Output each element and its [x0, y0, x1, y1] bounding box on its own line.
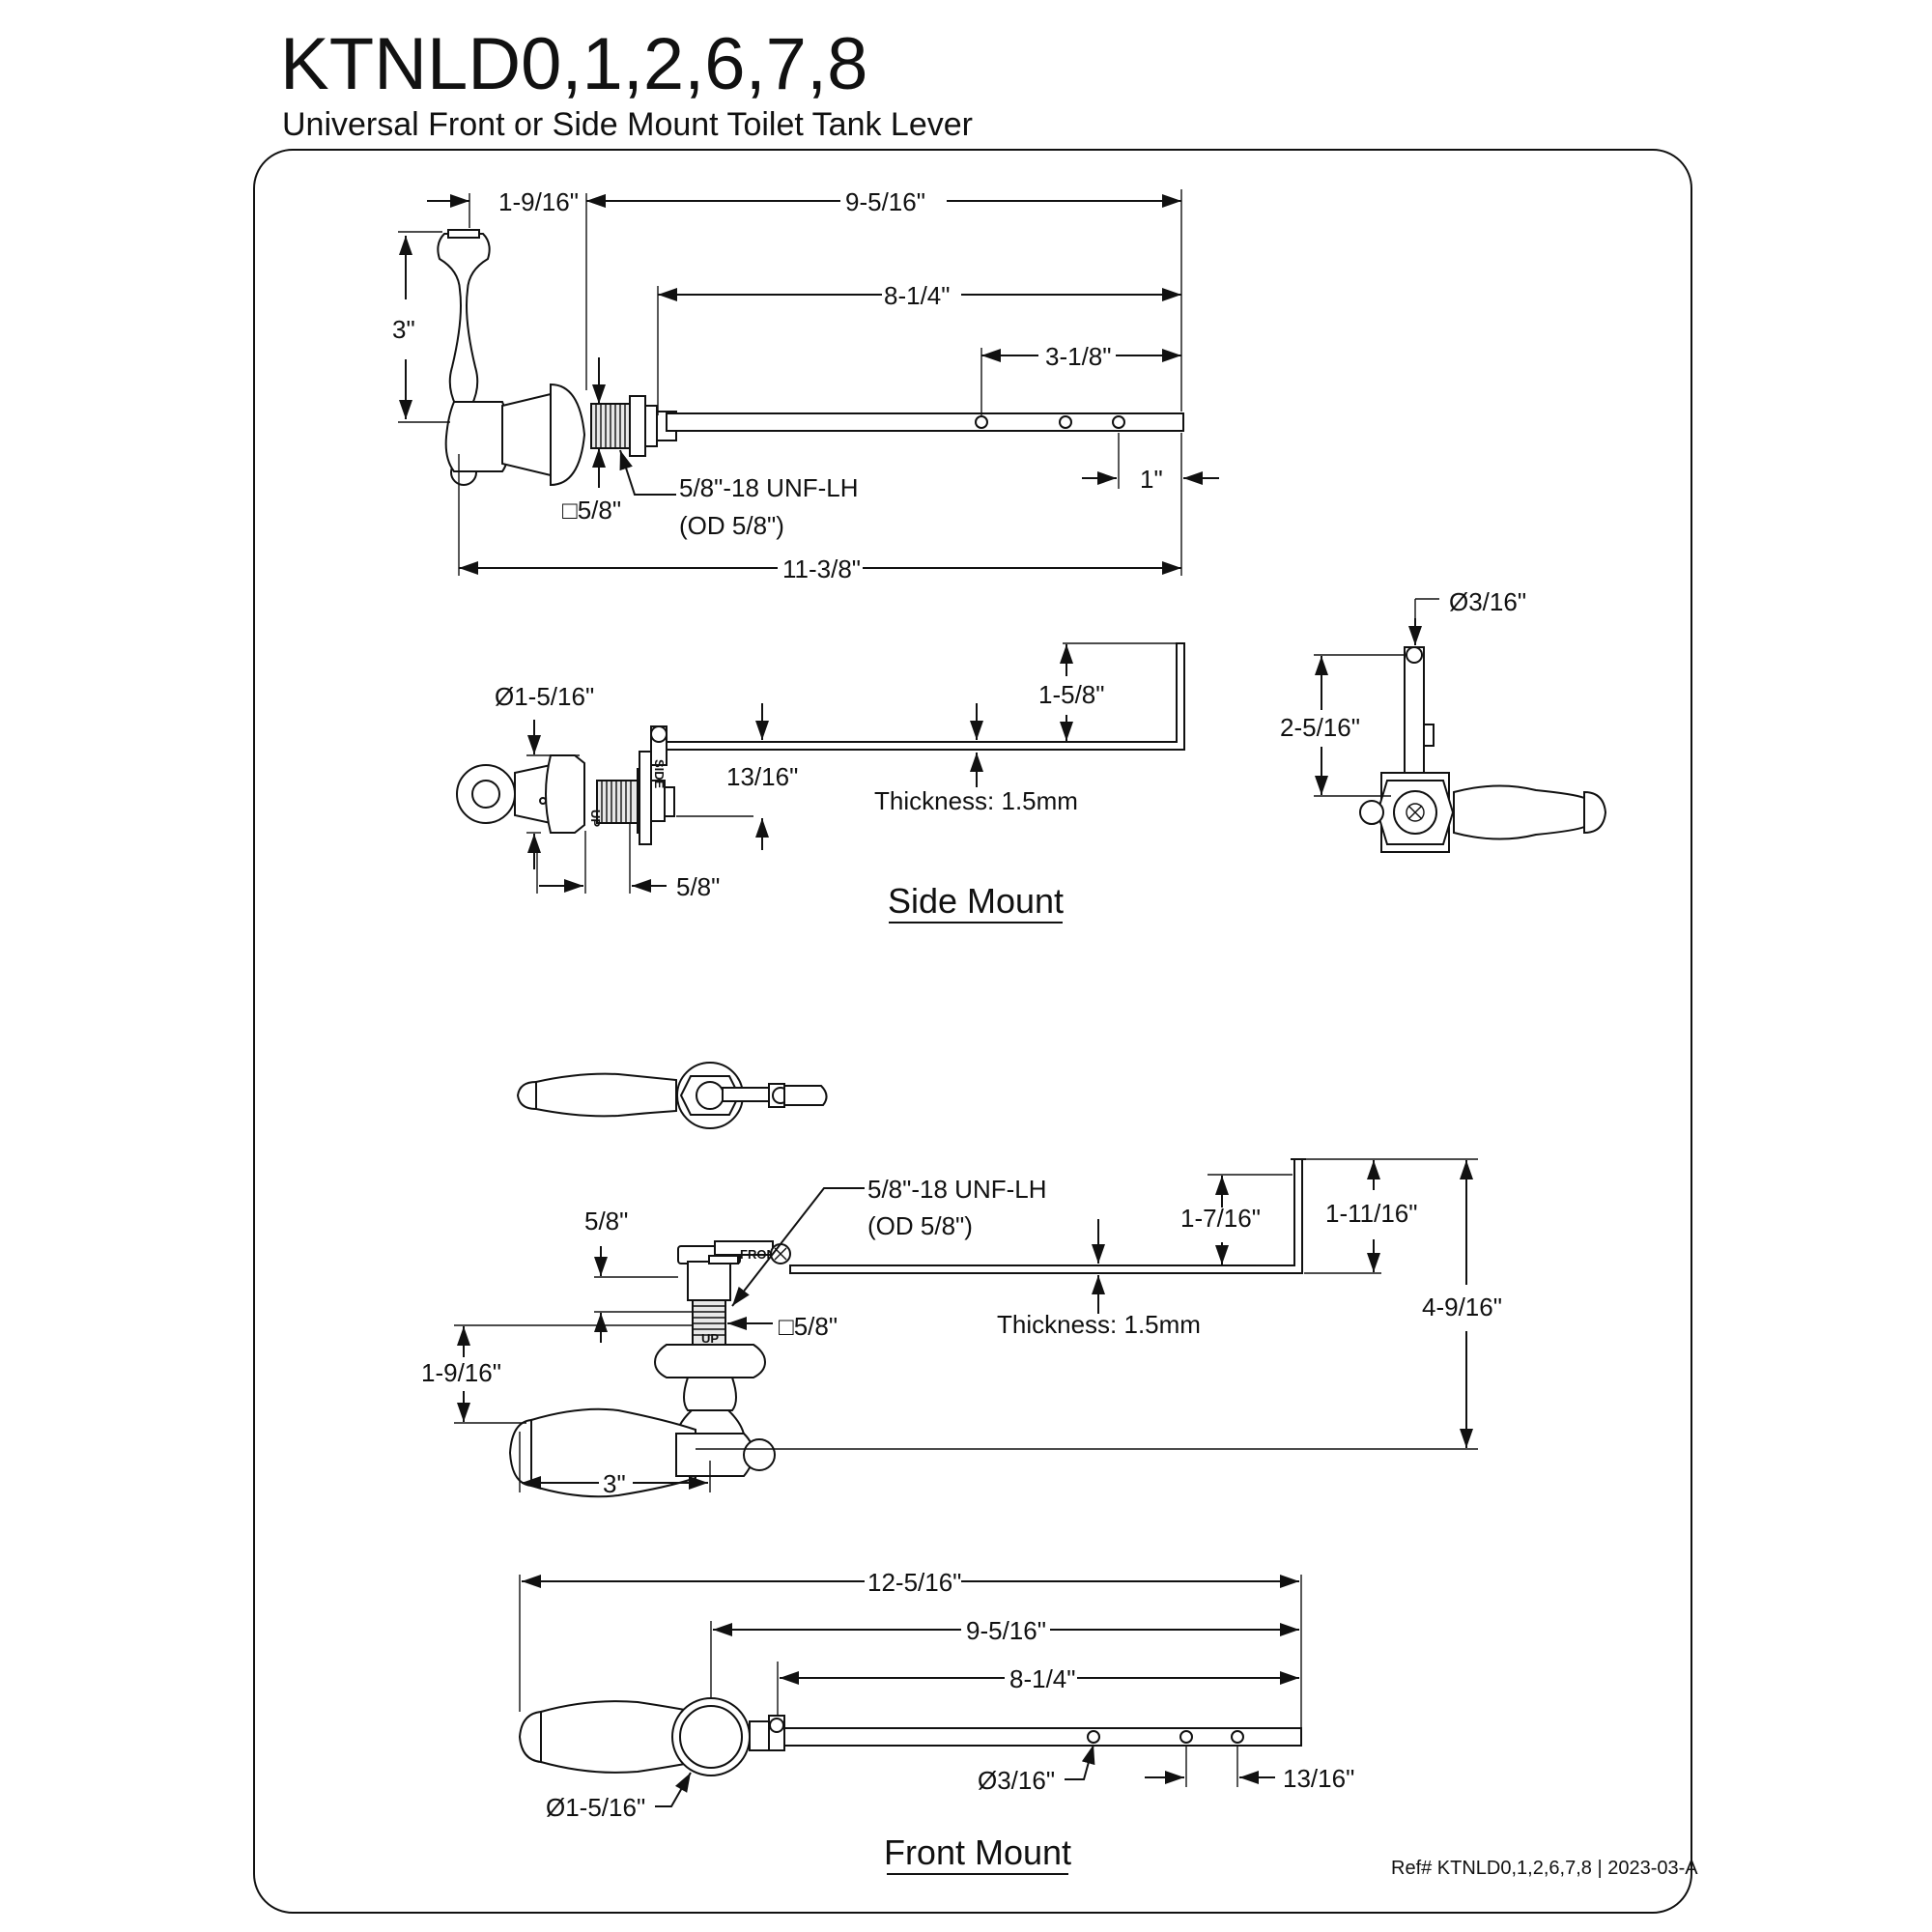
dim-hole-offset: 3-1/8": [1045, 342, 1112, 371]
reference-number: Ref# KTNLD0,1,2,6,7,8 | 2023-03-A: [1391, 1858, 1698, 1879]
front-dim-stem: 1-9/16": [421, 1358, 501, 1387]
front-dim-nut: 5/8": [584, 1207, 628, 1236]
front-mount-view: UP FRONT 5/8"-18 UNF-LH (OD 5/8"): [421, 1062, 1502, 1498]
front-mount-label: Front Mount: [884, 1833, 1071, 1872]
front-dim-total-arm: 9-5/16": [966, 1616, 1046, 1645]
side-thickness: Thickness: 1.5mm: [874, 786, 1078, 815]
page-title: KTNLD0,1,2,6,7,8: [280, 23, 867, 105]
side-end-view: [1359, 646, 1607, 853]
front-thread-line1: 5/8"-18 UNF-LH: [867, 1175, 1047, 1204]
front-dim-hole: Ø3/16": [978, 1766, 1055, 1795]
front-dim-square: □5/8": [779, 1312, 838, 1341]
side-dim-flange: Ø1-5/16": [495, 682, 594, 711]
front-top-reference: [516, 1062, 828, 1129]
dim-overall: 11-3/8": [782, 554, 861, 583]
side-dim-bend: 1-5/8": [1038, 680, 1105, 709]
front-bottom-view: 12-5/16" 9-5/16" 8-1/4" Ø3/16" 13/16" Ø1…: [518, 1568, 1354, 1875]
top-view-lever: [437, 229, 1184, 487]
dim-arm: 8-1/4": [884, 281, 951, 310]
front-bottom-lever: [518, 1697, 1302, 1776]
dim-hole-pitch: 1": [1140, 465, 1163, 494]
front-dim-flange: Ø1-5/16": [546, 1793, 645, 1822]
side-dim-offset: 13/16": [726, 762, 798, 791]
front-dim-handle: 3": [603, 1469, 626, 1498]
front-thickness: Thickness: 1.5mm: [997, 1310, 1201, 1339]
dim-total-arm: 9-5/16": [845, 187, 925, 216]
thread-callout-line1: 5/8"-18 UNF-LH: [679, 473, 859, 502]
top-view: 1-9/16" 9-5/16" 8-1/4" 3-1/8" 3" 1" □5/8…: [392, 187, 1219, 583]
dim-handle-width: 1-9/16": [498, 187, 579, 216]
side-mount-label: Side Mount: [888, 881, 1064, 921]
front-dim-overall: 12-5/16": [867, 1568, 961, 1597]
side-mount-lever: UP SIDE: [456, 642, 1185, 845]
front-thread-line2: (OD 5/8"): [867, 1211, 973, 1240]
side-dim-depth: 2-5/16": [1280, 713, 1360, 742]
side-dim-hole: Ø3/16": [1449, 587, 1526, 616]
thread-callout-line2: (OD 5/8"): [679, 511, 784, 540]
side-dim-nut: 5/8": [676, 872, 720, 901]
side-label: SIDE: [652, 759, 667, 789]
front-dim-bend-outer: 1-11/16": [1325, 1199, 1417, 1228]
page-subtitle: Universal Front or Side Mount Toilet Tan…: [282, 106, 973, 143]
dim-square: □5/8": [562, 496, 621, 525]
front-dim-arm: 8-1/4": [1009, 1664, 1076, 1693]
side-up-label: UP: [588, 810, 603, 827]
front-dim-height: 4-9/16": [1422, 1293, 1502, 1321]
drawing-frame: [253, 149, 1692, 1914]
front-up-label: UP: [701, 1331, 719, 1346]
side-mount-view: UP SIDE 1-5/8" 13/16": [456, 587, 1607, 923]
dim-height: 3": [392, 315, 415, 344]
front-dim-bend: 1-7/16": [1180, 1204, 1261, 1233]
front-dim-hole-pitch: 13/16": [1283, 1764, 1354, 1793]
